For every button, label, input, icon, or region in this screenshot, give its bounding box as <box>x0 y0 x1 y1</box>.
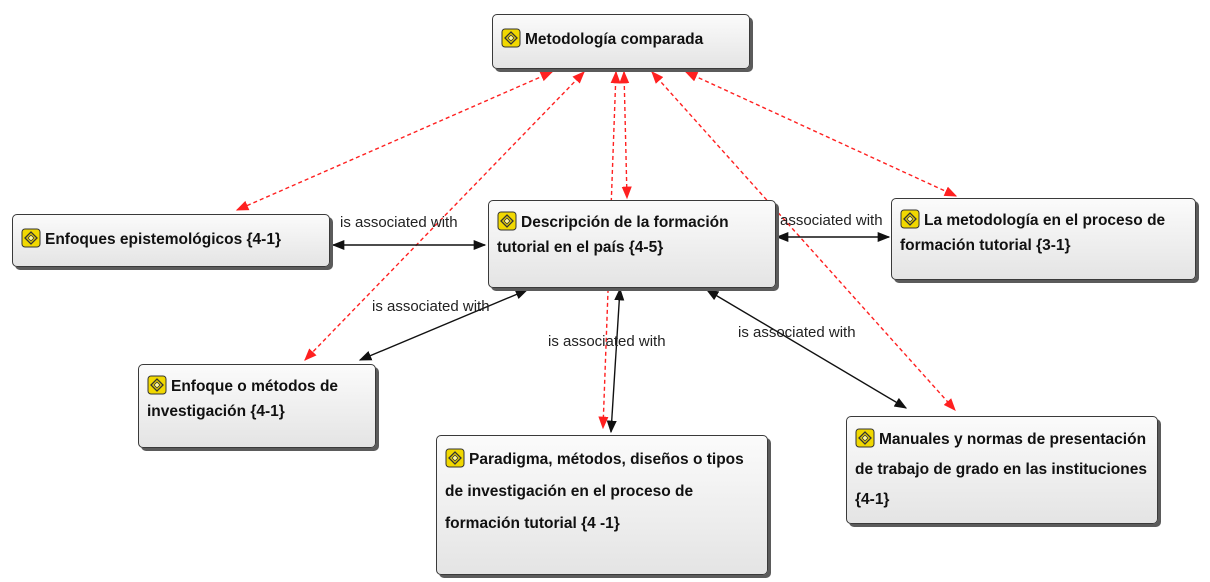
link-label-enfoques: is associated with <box>340 214 458 231</box>
link-label-manuales: is associated with <box>738 324 856 341</box>
node-label: Manuales y normas de presentación de tra… <box>855 431 1147 508</box>
code-node-icon <box>445 448 465 468</box>
dashed-link-enfoque-metodos <box>304 71 585 361</box>
node-paradigma[interactable]: Paradigma, métodos, diseños o tipos de i… <box>436 435 768 575</box>
link-label-enfoque-metodos: is associated with <box>372 298 490 315</box>
node-enfoque-metodos[interactable]: Enfoque o métodos de investigación {4-1} <box>138 364 376 448</box>
code-node-icon <box>497 211 517 231</box>
node-label: La metodología en el proceso de formació… <box>900 212 1166 254</box>
node-label: Metodología comparada <box>525 31 704 48</box>
code-node-icon <box>501 28 521 48</box>
assoc-link-manuales <box>705 289 908 409</box>
node-label: Enfoques epistemológicos {4-1} <box>45 231 281 248</box>
dashed-link-la-metodologia <box>684 71 958 197</box>
code-node-icon <box>900 209 920 229</box>
node-label: Descripción de la formación tutorial en … <box>497 214 729 256</box>
assoc-link-paradigma <box>606 287 625 434</box>
dashed-link-descripcion <box>619 70 632 200</box>
code-node-icon <box>21 228 41 248</box>
node-metodologia-comparada[interactable]: Metodología comparada <box>492 14 750 69</box>
node-enfoques-epistemologicos[interactable]: Enfoques epistemológicos {4-1} <box>12 214 330 267</box>
link-label-paradigma: is associated with <box>548 333 666 350</box>
code-node-icon <box>147 375 167 395</box>
node-label: Enfoque o métodos de investigación {4-1} <box>147 378 339 420</box>
node-manuales[interactable]: Manuales y normas de presentación de tra… <box>846 416 1158 524</box>
link-label-la-metodologia: associated with <box>780 212 883 229</box>
node-la-metodologia[interactable]: La metodología en el proceso de formació… <box>891 198 1196 280</box>
node-label: Paradigma, métodos, diseños o tipos de i… <box>445 451 744 532</box>
dashed-link-enfoques <box>235 71 554 211</box>
assoc-link-enfoque-metodos <box>358 289 529 361</box>
code-node-icon <box>855 428 875 448</box>
node-descripcion-formacion[interactable]: Descripción de la formación tutorial en … <box>488 200 776 288</box>
